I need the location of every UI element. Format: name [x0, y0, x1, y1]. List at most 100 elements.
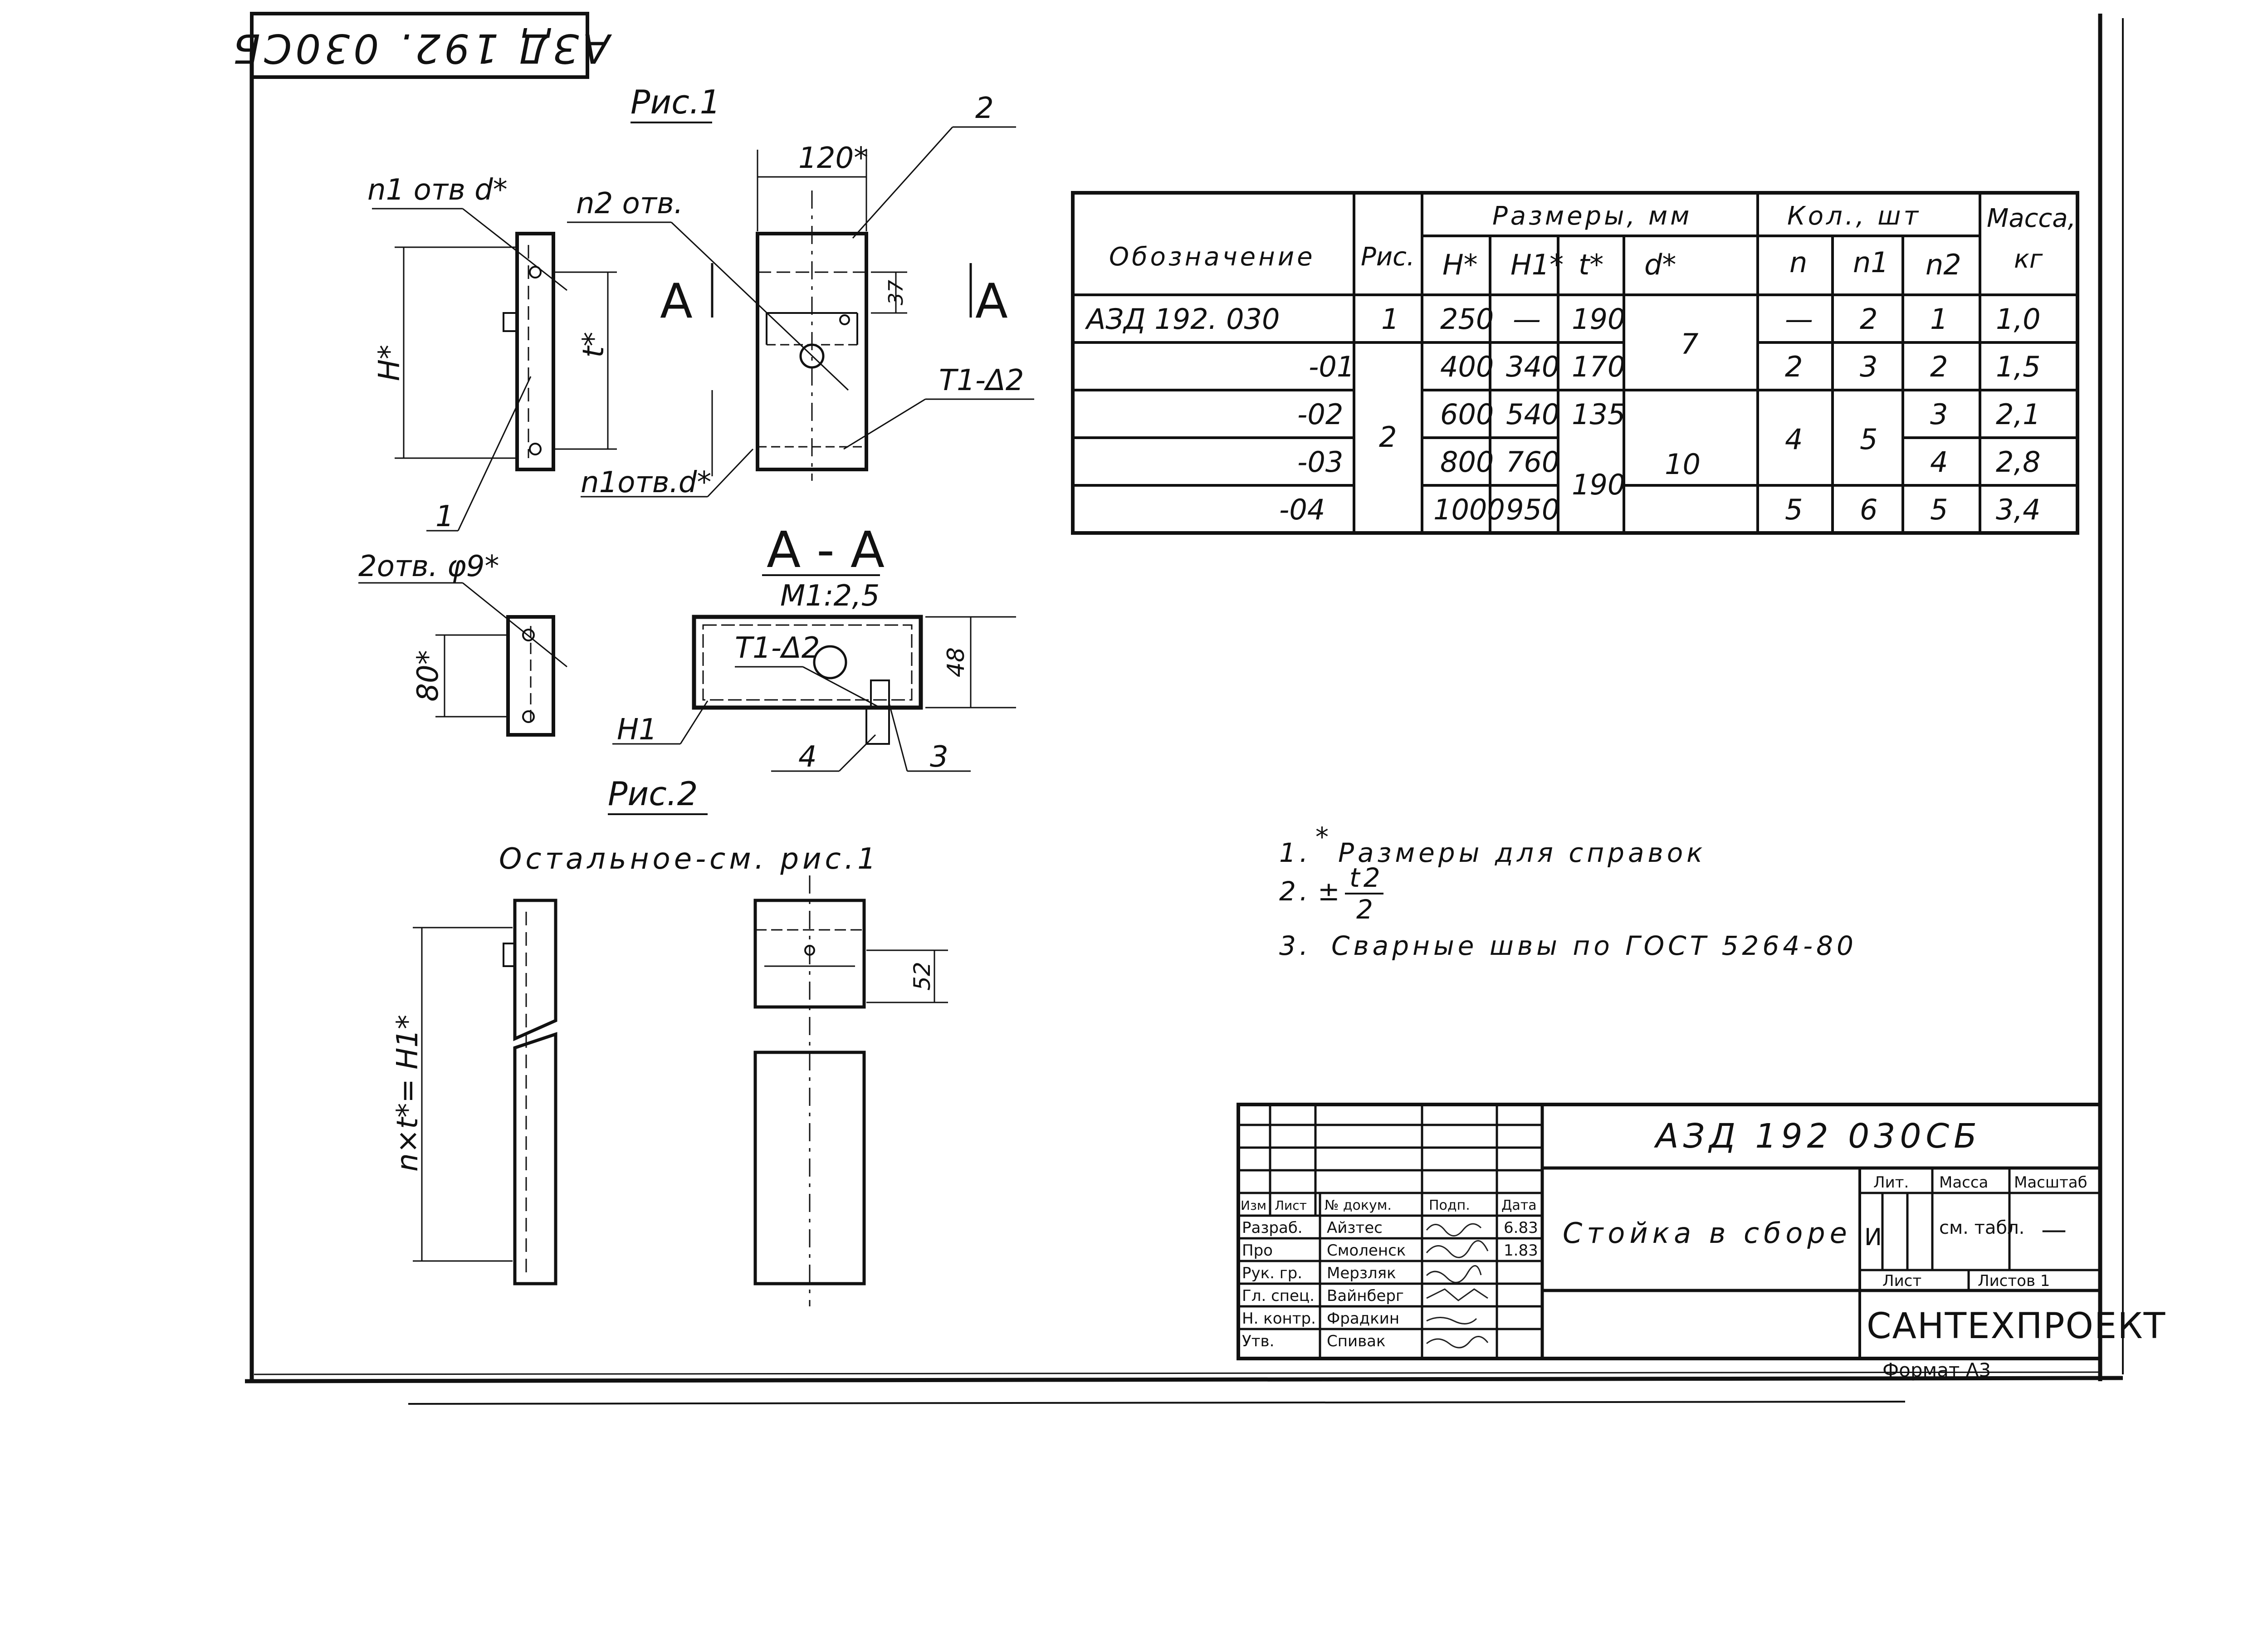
fig1-title: Рис.1 — [631, 83, 721, 121]
tb-role-4: Гл. спец. — [1242, 1287, 1315, 1305]
tb-col-sign: Подп. — [1429, 1197, 1470, 1213]
row2-n1: 3 — [1860, 350, 1877, 383]
fig1-label-n1-bottom: n1отв.d* — [581, 466, 711, 499]
section-leader-3: 3 — [930, 740, 948, 774]
rows3-4-n: 4 — [1785, 423, 1803, 456]
fig2: Рис.2 Остальное-см. рис.1 n×t*= H1* 52 — [391, 775, 948, 1306]
tb-date-1: 6.83 — [1504, 1219, 1538, 1237]
fig2-title: Рис.2 — [608, 775, 698, 813]
tb-name-5: Фрадкин — [1327, 1310, 1399, 1328]
tb-format: Формат А3 — [1882, 1359, 1991, 1381]
row3-H: 600 — [1440, 398, 1494, 431]
signatures — [1426, 1223, 1489, 1349]
row3-n2: 3 — [1930, 398, 1948, 431]
sheet-frame — [244, 14, 2124, 1405]
th-n2: n2 — [1926, 248, 1961, 281]
section-dim-48: 48 — [943, 647, 970, 677]
tb-lit-val: И — [1864, 1224, 1882, 1251]
note1-text: Размеры для справок — [1338, 837, 1706, 868]
row5-n: 5 — [1785, 493, 1803, 526]
row2-mass: 1,5 — [1996, 350, 2041, 383]
rows4-5-t: 190 — [1572, 468, 1625, 501]
tb-role-2: Про — [1242, 1241, 1273, 1260]
tb-role-5: Н. контр. — [1242, 1310, 1316, 1328]
th-n: n — [1789, 246, 1807, 279]
fig1-dim-37: 37 — [885, 280, 908, 305]
note1-star: * — [1315, 821, 1332, 852]
tb-role-6: Утв. — [1242, 1332, 1274, 1350]
row5-designation: -04 — [1279, 493, 1325, 526]
row2-n2: 2 — [1930, 350, 1948, 383]
tb-name-2: Смоленск — [1327, 1241, 1406, 1260]
tb-name-6: Спивак — [1327, 1332, 1385, 1350]
fig2-dim-nxt: n×t*= H1* — [391, 1015, 425, 1172]
note2-numer: t2 — [1349, 862, 1384, 893]
fig1-dim-width: 120* — [798, 142, 868, 175]
tb-sheets: Листов 1 — [1978, 1272, 2050, 1290]
stamp-code: АЗД 192. 030СБ — [229, 25, 612, 72]
row3-designation: -02 — [1297, 398, 1343, 431]
rows2-5-fig: 2 — [1379, 420, 1397, 454]
fig1-leader-1: 1 — [435, 500, 454, 533]
th-fig: Рис. — [1361, 242, 1415, 272]
th-t: t* — [1579, 248, 1603, 281]
notes: 1. * Размеры для справок 2. ± t2 2 3. Св… — [1279, 821, 1857, 961]
row4-mass: 2,8 — [1996, 445, 2041, 479]
small-part-dim-80: 80* — [411, 650, 445, 701]
note3-num: 3. — [1279, 930, 1311, 961]
section-aa: A - A M1:2,5 48 T1-Δ2 H1 3 4 — [612, 521, 1016, 774]
rows3-4-n1: 5 — [1860, 423, 1877, 456]
tb-name-1: Айзтес — [1327, 1219, 1383, 1237]
tb-col-doc: № докум. — [1325, 1197, 1392, 1213]
row1-n: — — [1785, 303, 1813, 336]
row1-H1: — — [1513, 303, 1541, 336]
section-scale: M1:2,5 — [780, 579, 880, 613]
note2-num: 2. — [1279, 876, 1311, 907]
tb-lit: Лит. — [1873, 1173, 1909, 1192]
note2-pm: ± — [1318, 876, 1344, 907]
row5-n2: 5 — [1930, 493, 1948, 526]
section-label-h1: H1 — [617, 713, 657, 747]
fig2-dim-52: 52 — [909, 962, 935, 991]
row2-t: 170 — [1572, 350, 1625, 383]
row4-designation: -03 — [1297, 445, 1343, 479]
tb-org: САНТЕХПРОЕКТ — [1867, 1306, 2166, 1347]
row2-H1: 340 — [1506, 350, 1559, 383]
row5-n1: 6 — [1860, 493, 1877, 526]
th-H1: H1* — [1510, 248, 1564, 281]
title-block: АЗД 192 030СБ Стойка в сборе Лит. Масса … — [1237, 1103, 2166, 1381]
row1-mass: 1,0 — [1996, 303, 2041, 336]
tb-col-date: Дата — [1501, 1197, 1537, 1213]
tb-name-3: Мерзляк — [1327, 1264, 1396, 1282]
tb-mass: Масса — [1939, 1173, 1988, 1192]
section-title: A - A — [767, 521, 885, 579]
tb-doc-code: АЗД 192 030СБ — [1654, 1117, 1981, 1156]
tb-col-izm: Изм — [1241, 1198, 1266, 1213]
row4-H: 800 — [1440, 445, 1494, 479]
fig1-section-mark-left: A — [660, 274, 693, 329]
rows1-2-d: 7 — [1681, 327, 1698, 361]
tb-sheet: Лист — [1882, 1272, 1921, 1290]
section-leader-4: 4 — [798, 740, 817, 774]
row1-fig: 1 — [1381, 303, 1399, 336]
stamp-box: АЗД 192. 030СБ — [229, 12, 612, 79]
fig1-weld: T1-Δ2 — [939, 364, 1024, 397]
row5-H: 1000 — [1433, 493, 1505, 526]
fig1: Рис.1 H* t* n1 отв d* 1 — [367, 83, 1034, 533]
row1-n1: 2 — [1860, 303, 1877, 336]
tb-mass-val: см. табл. — [1939, 1217, 2024, 1238]
row4-n2: 4 — [1930, 445, 1948, 479]
fig1-label-n2: n2 отв. — [576, 187, 683, 220]
row1-designation: АЗД 192. 030 — [1085, 303, 1280, 336]
spec-table: Обозначение Рис. Размеры, мм H* H1* t* d… — [1071, 191, 2079, 535]
row1-t: 190 — [1572, 303, 1625, 336]
th-mass: Масса, — [1987, 204, 2076, 233]
fig1-leader-2: 2 — [975, 92, 994, 125]
note3-text: Сварные швы по ГОСТ 5264-80 — [1331, 930, 1857, 961]
th-mass-unit: кг — [2014, 244, 2043, 274]
row3-t: 135 — [1572, 398, 1625, 431]
th-designation: Обозначение — [1109, 242, 1315, 272]
th-n1: n1 — [1853, 246, 1889, 279]
row3-H1: 540 — [1506, 398, 1559, 431]
